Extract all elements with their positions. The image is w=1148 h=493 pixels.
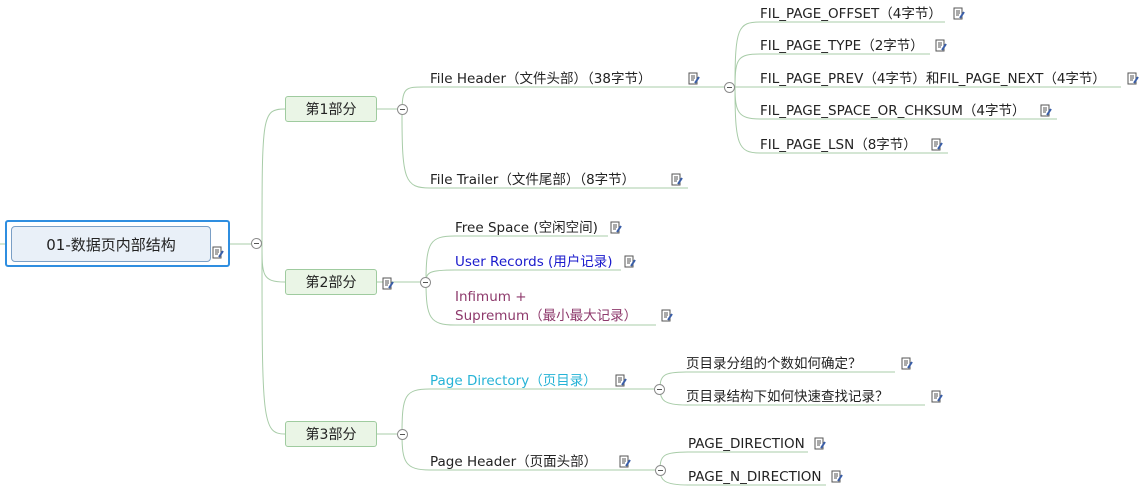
note-icon[interactable] (953, 7, 965, 20)
node-file-trailer[interactable]: File Trailer（文件尾部）（8字节） (430, 172, 636, 188)
note-icon[interactable] (935, 39, 947, 52)
note-icon[interactable] (661, 309, 673, 322)
branch-part1[interactable]: 第1部分 (285, 96, 377, 122)
node-user-records[interactable]: User Records (用户记录) (455, 254, 613, 270)
collapse-toggle-icon[interactable] (397, 429, 408, 440)
note-icon[interactable] (615, 374, 627, 387)
node-infimum-line1[interactable]: Infimum + (455, 289, 527, 305)
collapse-toggle-icon[interactable] (724, 82, 735, 93)
note-icon[interactable] (212, 246, 224, 259)
node-infimum-line2[interactable]: Supremum（最小最大记录） (455, 308, 638, 324)
note-icon[interactable] (619, 455, 631, 468)
note-icon[interactable] (1040, 104, 1052, 117)
node-fil-page-offset[interactable]: FIL_PAGE_OFFSET（4字节） (760, 6, 942, 22)
branch-part3[interactable]: 第3部分 (285, 421, 377, 447)
node-fil-page-prev-next[interactable]: FIL_PAGE_PREV（4字节）和FIL_PAGE_NEXT（4字节） (760, 71, 1106, 87)
note-icon[interactable] (688, 72, 700, 85)
root-node[interactable]: 01-数据页内部结构 (5, 220, 230, 267)
collapse-toggle-icon[interactable] (397, 104, 408, 115)
node-file-header[interactable]: File Header（文件头部）（38字节） (430, 71, 652, 87)
note-icon[interactable] (814, 437, 826, 450)
node-directory-fast-lookup[interactable]: 页目录结构下如何快速查找记录？ (686, 389, 889, 405)
node-page-directory[interactable]: Page Directory（页目录） (430, 373, 597, 389)
note-icon[interactable] (931, 390, 943, 403)
note-icon[interactable] (610, 221, 622, 234)
note-icon[interactable] (671, 173, 683, 186)
root-label: 01-数据页内部结构 (11, 226, 211, 262)
note-icon[interactable] (831, 470, 843, 483)
note-icon[interactable] (901, 357, 913, 370)
note-icon[interactable] (382, 277, 394, 290)
collapse-toggle-icon[interactable] (420, 277, 431, 288)
collapse-toggle-icon[interactable] (654, 384, 665, 395)
node-page-n-direction[interactable]: PAGE_N_DIRECTION (688, 469, 822, 485)
note-icon[interactable] (624, 255, 636, 268)
collapse-toggle-icon[interactable] (655, 465, 666, 476)
note-icon[interactable] (1127, 72, 1139, 85)
node-directory-group-count[interactable]: 页目录分组的个数如何确定？ (686, 356, 862, 372)
node-fil-page-type[interactable]: FIL_PAGE_TYPE（2字节） (760, 38, 924, 54)
node-fil-page-lsn[interactable]: FIL_PAGE_LSN（8字节） (760, 137, 917, 153)
node-page-header[interactable]: Page Header（页面头部） (430, 454, 598, 470)
branch-part2[interactable]: 第2部分 (285, 269, 377, 295)
node-fil-page-space-or-chksum[interactable]: FIL_PAGE_SPACE_OR_CHKSUM（4字节） (760, 103, 1026, 119)
note-icon[interactable] (931, 138, 943, 151)
collapse-toggle-icon[interactable] (251, 238, 262, 249)
node-page-direction[interactable]: PAGE_DIRECTION (688, 436, 805, 452)
node-free-space[interactable]: Free Space (空闲空间) (455, 220, 598, 236)
